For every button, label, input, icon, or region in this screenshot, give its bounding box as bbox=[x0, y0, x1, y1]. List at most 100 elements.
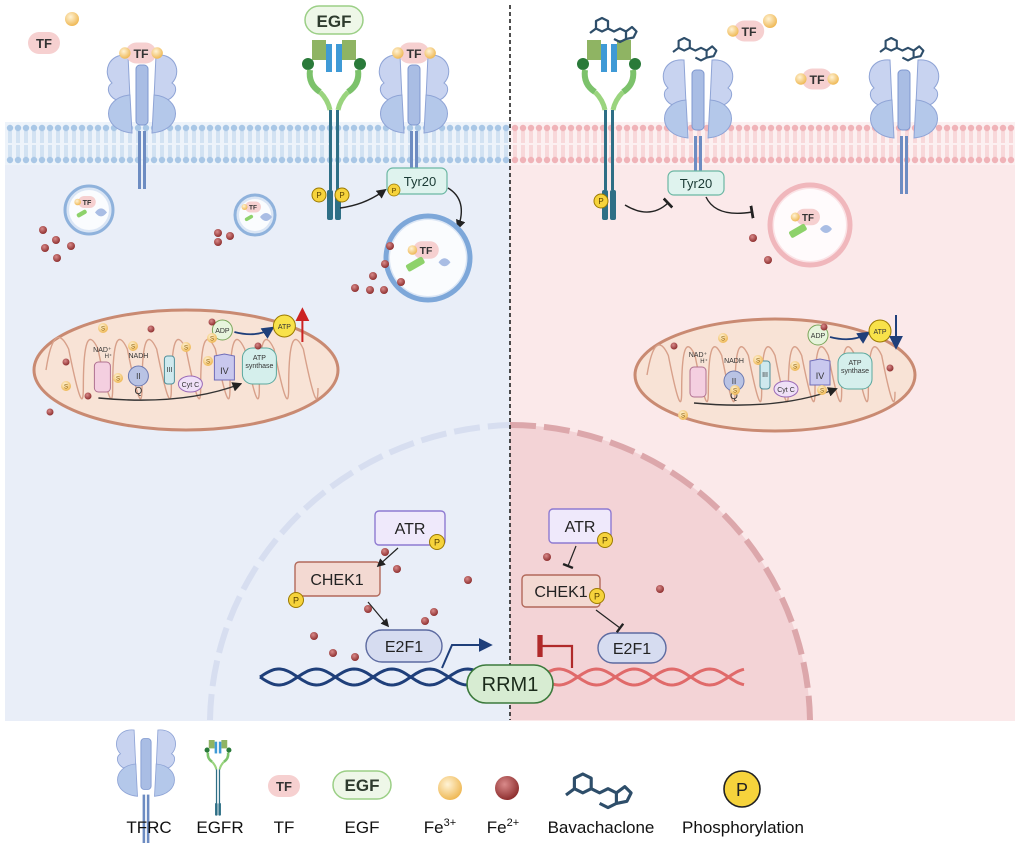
bavachaclone-molecule-2 bbox=[672, 36, 718, 62]
svg-text:III: III bbox=[762, 372, 768, 379]
fe2-cyto-left-22 bbox=[430, 608, 438, 616]
svg-text:P: P bbox=[339, 191, 344, 200]
svg-text:P: P bbox=[316, 191, 321, 200]
legend-tf-label: TF bbox=[274, 818, 295, 837]
fe3-mito-left-1 bbox=[128, 341, 138, 351]
svg-text:TF: TF bbox=[36, 36, 52, 51]
fe2-cyto-left-5 bbox=[214, 229, 222, 237]
svg-text:IV: IV bbox=[220, 366, 229, 376]
svg-text:S: S bbox=[101, 327, 105, 333]
chek1-node-left: CHEK1 P bbox=[288, 561, 381, 608]
fe2-cyto-left-16 bbox=[381, 548, 389, 556]
fe2-cyto-left-12 bbox=[397, 278, 405, 286]
svg-text:synthase: synthase bbox=[245, 363, 273, 370]
endosome-left-2: TF bbox=[233, 193, 277, 237]
fe3-mito-left-5 bbox=[113, 373, 123, 383]
fe3-mito-left-3 bbox=[203, 356, 213, 366]
fe2-cyto-right-2 bbox=[543, 553, 551, 561]
svg-text:RRM1: RRM1 bbox=[482, 674, 539, 696]
svg-text:Cyt C: Cyt C bbox=[182, 382, 200, 389]
tf-free-right-2: TF bbox=[795, 68, 839, 90]
fe2-cyto-left-14 bbox=[386, 242, 394, 250]
atr-node-left: ATR P bbox=[374, 510, 446, 550]
svg-text:ATP: ATP bbox=[848, 360, 861, 367]
legend-bavachaclone-icon bbox=[565, 772, 633, 810]
svg-text:ATP: ATP bbox=[278, 324, 291, 331]
svg-text:S: S bbox=[210, 337, 214, 343]
fe2-mito-left-5 bbox=[62, 358, 70, 366]
svg-text:ADP: ADP bbox=[215, 328, 230, 335]
svg-text:H⁺: H⁺ bbox=[700, 358, 708, 365]
fe2-cyto-left-3 bbox=[53, 254, 61, 262]
legend-egfr-label: EGFR bbox=[196, 818, 243, 837]
atr-node-right: ATR P bbox=[548, 508, 613, 548]
fe2-cyto-left-0 bbox=[39, 226, 47, 234]
svg-text:P: P bbox=[594, 592, 600, 602]
svg-text:S: S bbox=[793, 365, 797, 371]
endosome-left-1: TF bbox=[63, 184, 115, 236]
chek1-node-right: CHEK1 P bbox=[521, 574, 605, 608]
tyr20-node-left: Tyr20 P bbox=[386, 167, 448, 197]
fe3-mito-right-5 bbox=[817, 385, 827, 395]
svg-text:TF: TF bbox=[133, 47, 149, 61]
fe2-cyto-left-8 bbox=[351, 284, 359, 292]
fe2-mito-right-2 bbox=[886, 364, 894, 372]
svg-text:IV: IV bbox=[816, 371, 825, 381]
fe2-cyto-left-10 bbox=[366, 286, 374, 294]
tyr20-node-right: Tyr20 bbox=[667, 170, 725, 196]
svg-text:S: S bbox=[64, 385, 68, 391]
tfrc-receptor-left-2 bbox=[378, 54, 450, 189]
legend-phosphorylation-label: Phosphorylation bbox=[682, 818, 804, 837]
tf-free-right-1: TF bbox=[727, 20, 765, 42]
legend-egf-icon: EGF bbox=[332, 770, 392, 800]
legend-fe2-icon bbox=[495, 776, 519, 800]
svg-text:TF: TF bbox=[809, 73, 825, 87]
svg-text:H⁺: H⁺ bbox=[105, 353, 113, 360]
tf-bound-left-1: TF bbox=[119, 42, 163, 64]
svg-text:S: S bbox=[206, 360, 210, 366]
egfr-receptor-left bbox=[302, 40, 366, 220]
svg-text:III: III bbox=[166, 367, 172, 374]
svg-text:P: P bbox=[598, 197, 603, 206]
tf-bound-left-2: TF bbox=[392, 42, 436, 64]
legend-egfr-icon bbox=[204, 740, 232, 816]
svg-text:TF: TF bbox=[741, 25, 757, 39]
fe2-mito-left-4 bbox=[84, 392, 92, 400]
fe3-mito-left-2 bbox=[181, 342, 191, 352]
phospho-mark-egfr-1: P bbox=[311, 187, 327, 203]
svg-text:ATR: ATR bbox=[565, 519, 596, 536]
svg-text:ADP: ADP bbox=[811, 333, 826, 340]
fe2-cyto-left-19 bbox=[351, 653, 359, 661]
svg-text:ATR: ATR bbox=[395, 521, 426, 538]
svg-text:S: S bbox=[131, 345, 135, 351]
legend-fe2-label: Fe2+ bbox=[487, 817, 519, 837]
e2f1-node-left: E2F1 bbox=[365, 629, 443, 663]
right-membrane bbox=[511, 124, 1015, 164]
fe2-cyto-left-21 bbox=[421, 617, 429, 625]
svg-text:EGF: EGF bbox=[345, 776, 380, 795]
endosome-left-2-tf: TF bbox=[241, 201, 261, 213]
tfrc-receptor-right-1 bbox=[662, 59, 734, 194]
svg-text:TF: TF bbox=[249, 205, 257, 212]
fe2-cyto-left-17 bbox=[310, 632, 318, 640]
fe2-cyto-left-4 bbox=[67, 242, 75, 250]
svg-text:ATP: ATP bbox=[253, 355, 266, 362]
phospho-mark-egfr-2: P bbox=[334, 187, 350, 203]
fe2-cyto-right-3 bbox=[656, 585, 664, 593]
fe3-mito-left-4 bbox=[61, 381, 71, 391]
svg-text:P: P bbox=[602, 536, 608, 546]
fe2-cyto-left-13 bbox=[381, 260, 389, 268]
svg-text:ATP: ATP bbox=[873, 329, 886, 336]
svg-text:EGF: EGF bbox=[317, 12, 352, 31]
svg-text:S: S bbox=[733, 389, 737, 395]
nucleus-right bbox=[510, 425, 810, 720]
svg-text:Tyr20: Tyr20 bbox=[404, 174, 437, 189]
fe2-cyto-left-18 bbox=[329, 649, 337, 657]
svg-text:synthase: synthase bbox=[841, 368, 869, 375]
svg-text:P: P bbox=[392, 188, 397, 195]
fe3-mito-left-0 bbox=[98, 323, 108, 333]
